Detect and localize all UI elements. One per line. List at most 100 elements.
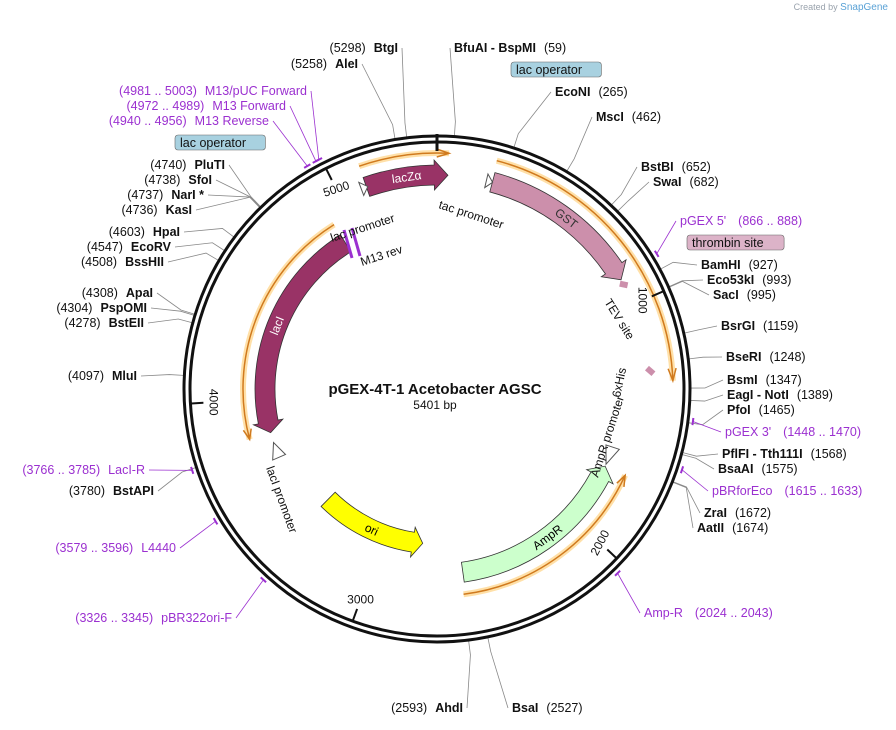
restriction-site-bfuai-bspmi[interactable]: BfuAI - BspMI(59) — [454, 41, 566, 55]
primer-name: M13/pUC Forward — [205, 84, 307, 98]
primer-coordinate: (4940 .. 4956) — [109, 114, 187, 128]
restriction-site-hpai[interactable]: (4603)HpaI — [109, 225, 180, 239]
site-coordinate: (462) — [632, 110, 661, 124]
orf-arrowhead — [242, 428, 252, 442]
site-name: AhdI — [435, 701, 463, 715]
site-leader-line — [566, 116, 593, 172]
promoter-tac-promoter[interactable] — [483, 172, 494, 189]
site-coordinate: (1568) — [811, 447, 847, 461]
tag-label-lac-operator[interactable]: lac operator — [180, 136, 246, 150]
site-leader-line — [688, 409, 724, 426]
restriction-site-eagi-noti[interactable]: EagI - NotI(1389) — [727, 388, 833, 402]
primer-m13-forward[interactable]: (4972 .. 4989)M13 Forward — [127, 99, 287, 113]
restriction-site-bsaai[interactable]: BsaAI(1575) — [718, 462, 798, 476]
restriction-site-saci[interactable]: SacI(995) — [713, 288, 776, 302]
primer-coordinate: (1615 .. 1633) — [784, 484, 862, 498]
feature-tev-site[interactable] — [619, 280, 629, 289]
restriction-site-bstapi[interactable]: (3780)BstAPI — [69, 484, 154, 498]
tag-label-thrombin-site[interactable]: thrombin site — [692, 236, 764, 250]
feature-6xhis[interactable] — [644, 365, 656, 377]
feature-ampr[interactable] — [461, 465, 614, 583]
plasmid-length: 5401 bp — [413, 398, 457, 412]
tag-box-thrombin-site — [686, 234, 785, 251]
primer-name: Amp-R — [644, 606, 683, 620]
primer-name: LacI-R — [108, 463, 145, 477]
feature-lacz[interactable] — [362, 158, 449, 197]
restriction-site-btgi[interactable]: (5298)BtgI — [330, 41, 398, 55]
restriction-site-alei[interactable]: (5258)AleI — [291, 57, 358, 71]
site-coordinate: (5258) — [291, 57, 327, 71]
site-name: SfoI — [188, 173, 212, 187]
primer-l4440[interactable]: (3579 .. 3596)L4440 — [55, 541, 176, 555]
primer-mark — [614, 570, 621, 577]
restriction-site-bstbi[interactable]: BstBI(652) — [641, 160, 711, 174]
restriction-site-apai[interactable]: (4308)ApaI — [82, 286, 153, 300]
promoter-lac-promoter[interactable] — [357, 181, 369, 197]
his-tag-label: 6xHis — [609, 366, 629, 398]
primer-pbrforeco[interactable]: pBRforEco(1615 .. 1633) — [712, 484, 862, 498]
primer-leader-line — [681, 469, 709, 492]
primer-laci-r[interactable]: (3766 .. 3785)LacI-R — [22, 463, 145, 477]
restriction-site-aatii[interactable]: AatII(1674) — [697, 521, 768, 535]
site-name: MscI — [596, 110, 624, 124]
promoter-ampr-promoter[interactable] — [605, 444, 621, 466]
restriction-site-bsteii[interactable]: (4278)BstEII — [64, 316, 144, 330]
orf-arrowhead — [436, 148, 452, 158]
site-coordinate: (1575) — [761, 462, 797, 476]
restriction-site-kasi[interactable]: (4736)KasI — [121, 203, 192, 217]
primer-m13-puc-forward[interactable]: (4981 .. 5003)M13/pUC Forward — [119, 84, 307, 98]
site-coordinate: (4737) — [127, 188, 163, 202]
branding: Created by SnapGene — [794, 2, 888, 13]
restriction-site-pspomi[interactable]: (4304)PspOMI — [56, 301, 147, 315]
primer-pgex-5[interactable]: pGEX 5'(866 .. 888) — [680, 214, 802, 228]
orf-arrowhead — [667, 367, 677, 384]
site-coordinate: (1674) — [732, 521, 768, 535]
restriction-site-bsrgi[interactable]: BsrGI(1159) — [721, 319, 798, 333]
site-name: PspOMI — [100, 301, 147, 315]
site-coordinate: (995) — [747, 288, 776, 302]
restriction-site-zrai[interactable]: ZraI(1672) — [704, 506, 771, 520]
restriction-site-bsshii[interactable]: (4508)BssHII — [81, 255, 164, 269]
primer-mark — [260, 576, 267, 583]
site-coordinate: (1159) — [763, 319, 798, 333]
site-leader-line — [215, 179, 261, 208]
site-coordinate: (1672) — [735, 506, 771, 520]
primer-pbr322ori-f[interactable]: (3326 .. 3345)pBR322ori-F — [75, 611, 232, 625]
restriction-site-pfoi[interactable]: PfoI(1465) — [727, 403, 795, 417]
primer-m13-reverse[interactable]: (4940 .. 4956)M13 Reverse — [109, 114, 269, 128]
restriction-site-bsai[interactable]: BsaI(2527) — [512, 701, 583, 715]
feature-gst[interactable] — [489, 172, 627, 281]
restriction-site-bsmi[interactable]: BsmI(1347) — [727, 373, 802, 387]
restriction-site-bseri[interactable]: BseRI(1248) — [726, 350, 806, 364]
tick-label: 1000 — [636, 287, 650, 314]
site-name: Eco53kI — [707, 273, 754, 287]
site-leader-line — [466, 640, 471, 709]
restriction-site-nari[interactable]: (4737) NarI * — [127, 188, 204, 202]
restriction-site-msci[interactable]: MscI (462) — [596, 110, 661, 124]
restriction-site-econi[interactable]: EcoNI(265) — [555, 85, 628, 99]
restriction-site-sfoi[interactable]: (4738)SfoI — [144, 173, 212, 187]
site-coordinate: (993) — [762, 273, 791, 287]
primer-amp-r[interactable]: Amp-R(2024 .. 2043) — [644, 606, 773, 620]
site-coordinate: (5298) — [330, 41, 366, 55]
primer-mark — [691, 417, 695, 426]
restriction-site-swai[interactable]: SwaI(682) — [653, 175, 719, 189]
primer-pgex-3[interactable]: pGEX 3'(1448 .. 1470) — [725, 425, 861, 439]
restriction-site-mlui[interactable]: (4097)MluI — [68, 369, 137, 383]
restriction-site-pflfi-tth111i[interactable]: PflFI - Tth111I(1568) — [722, 447, 847, 461]
feature-ori[interactable] — [320, 491, 424, 559]
restriction-site-pluti[interactable]: (4740)PluTI — [150, 158, 225, 172]
restriction-site-ecorv[interactable]: (4547)EcoRV — [87, 240, 172, 254]
promoter-laci-promoter[interactable] — [272, 441, 287, 461]
feature-laci[interactable] — [252, 234, 352, 434]
tick-mark — [191, 401, 204, 405]
tag-label-lac-operator[interactable]: lac operator — [516, 63, 582, 77]
site-name: NarI * — [171, 188, 204, 202]
restriction-site-eco53ki[interactable]: Eco53kI (993) — [707, 273, 791, 287]
site-leader-line — [167, 252, 219, 263]
site-leader-line — [195, 196, 260, 211]
feature-label-lacz: lacZα — [391, 168, 422, 186]
restriction-site-ahdi[interactable]: (2593)AhdI — [391, 701, 463, 715]
restriction-site-bamhi[interactable]: BamHI(927) — [701, 258, 778, 272]
